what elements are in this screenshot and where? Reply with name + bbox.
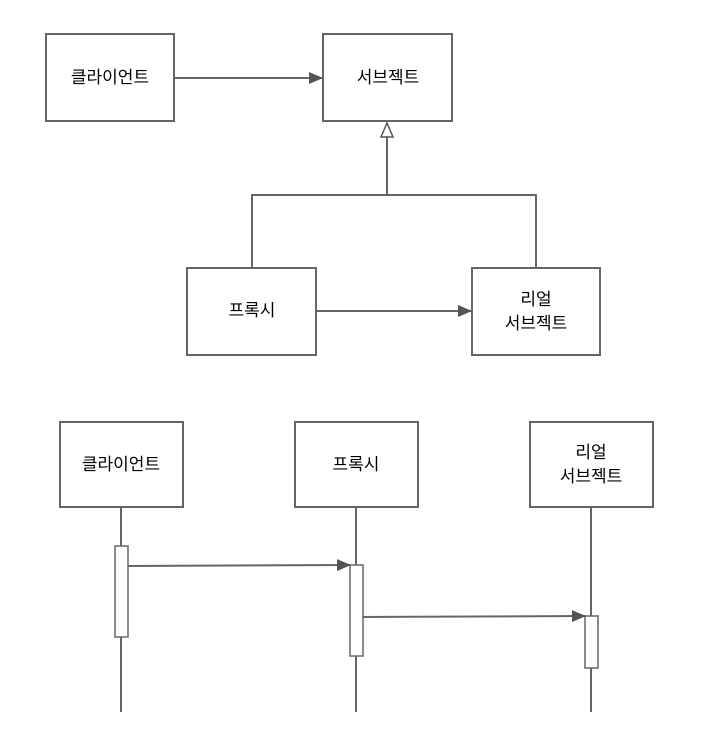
seq-proxy-label: 프록시 <box>333 455 380 475</box>
class-subject-box[interactable] <box>322 33 453 122</box>
client-activation-bar <box>114 545 129 638</box>
class-subject-node[interactable]: 서브젝트 <box>322 33 453 122</box>
class-real-subject-label-line1: 리얼 <box>520 290 551 310</box>
class-client-node[interactable]: 클라이언트 <box>45 33 175 122</box>
class-diagram: 클라이언트 서브젝트 프록시 리얼 서브젝트 <box>45 33 601 356</box>
class-proxy-node[interactable]: 프록시 <box>186 267 317 356</box>
class-client-box[interactable] <box>45 33 175 122</box>
seq-client-label: 클라이언트 <box>82 455 160 475</box>
client-to-proxy-message <box>127 559 351 572</box>
seq-proxy-participant[interactable]: 프록시 <box>294 421 419 508</box>
seq-client-box[interactable] <box>59 421 184 508</box>
class-client-label: 클라이언트 <box>71 68 149 88</box>
class-real-subject-node[interactable]: 리얼 서브젝트 <box>471 267 601 356</box>
seq-real-subject-label-line1: 리얼 <box>575 443 606 463</box>
seq-real-subject-label-line2: 서브젝트 <box>560 467 623 487</box>
class-proxy-label: 프록시 <box>229 301 276 321</box>
class-real-subject-box[interactable] <box>471 267 601 356</box>
realization-branch-line <box>251 194 537 268</box>
class-real-subject-label-line2: 서브젝트 <box>505 314 568 334</box>
seq-real-subject-participant[interactable]: 리얼 서브젝트 <box>529 421 654 508</box>
proxy-to-real-subject-message <box>362 610 586 623</box>
seq-real-subject-box[interactable] <box>529 421 654 508</box>
seq-client-participant[interactable]: 클라이언트 <box>59 421 184 508</box>
class-subject-label: 서브젝트 <box>357 68 420 88</box>
sequence-diagram: 클라이언트 프록시 리얼 서브젝트 <box>59 421 654 712</box>
proxy-activation-bar <box>349 564 364 657</box>
hollow-triangle-icon <box>379 121 395 138</box>
real-subject-activation-bar <box>584 615 599 669</box>
seq-proxy-box[interactable] <box>294 421 419 508</box>
class-proxy-box[interactable] <box>186 267 317 356</box>
